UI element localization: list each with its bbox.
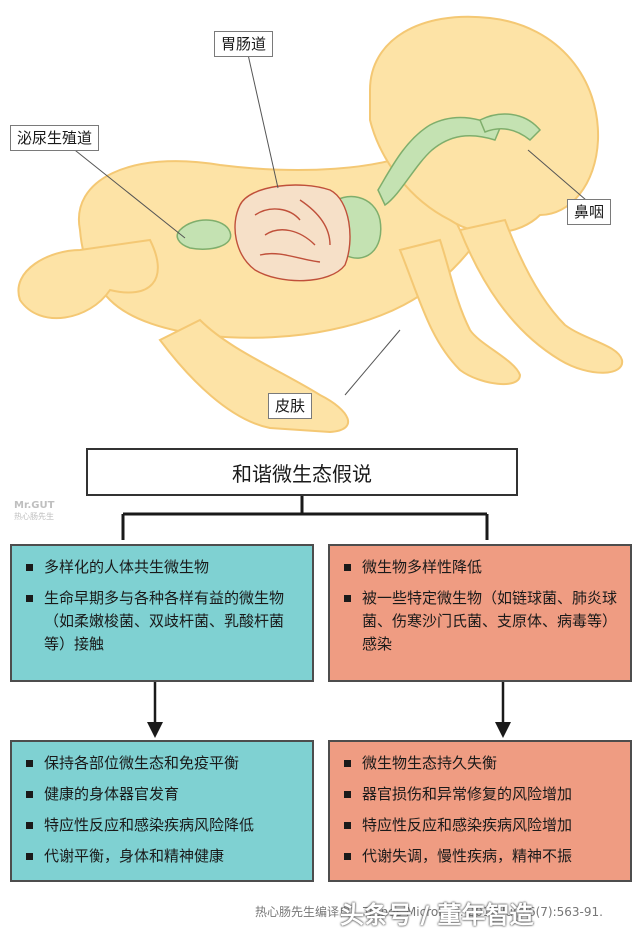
source-credit: 热心肠先生编译自：Trends Microbiol. 2018 Jul;26(7…: [255, 905, 603, 919]
crawling-baby-illustration: [17, 15, 624, 434]
list-item: 特应性反应和感染疾病风险降低: [22, 814, 302, 837]
footer: 热心肠先生编译自：Trends Microbiol. 2018 Jul;26(7…: [0, 895, 640, 929]
intestine-coils: [234, 184, 351, 282]
branch-connector: [121, 496, 489, 540]
down-arrows: [147, 682, 511, 738]
box-disease-outcomes: 微生物生态持久失衡 器官损伤和异常修复的风险增加 特应性反应和感染疾病风险增加 …: [328, 740, 632, 882]
list-item: 微生物多样性降低: [340, 556, 620, 579]
list-item: 特应性反应和感染疾病风险增加: [340, 814, 620, 837]
logo-text: Mr.GUT: [14, 500, 55, 511]
right-down-arrow: [495, 682, 511, 738]
label-urogenital-tract: 泌尿生殖道: [10, 125, 100, 151]
hypothesis-title: 和谐微生态假说: [86, 448, 518, 496]
list-item: 代谢平衡，身体和精神健康: [22, 845, 302, 868]
list-item: 健康的身体器官发育: [22, 783, 302, 806]
box-healthy-exposure: 多样化的人体共生微生物 生命早期多与各种各样有益的微生物（如柔嫩梭菌、双歧杆菌、…: [10, 544, 314, 682]
toutiao-watermark: 头条号 / 董年智造: [340, 901, 534, 929]
leader-lines: [65, 49, 587, 396]
list-item: 微生物生态持久失衡: [340, 752, 620, 775]
list-item: 保持各部位微生态和免疫平衡: [22, 752, 302, 775]
left-down-arrow: [147, 682, 163, 738]
box-healthy-outcomes: 保持各部位微生态和免疫平衡 健康的身体器官发育 特应性反应和感染疾病风险降低 代…: [10, 740, 314, 882]
list-item: 代谢失调，慢性疾病，精神不振: [340, 845, 620, 868]
logo-subtext: 热心肠先生: [14, 512, 54, 521]
list-item: 多样化的人体共生微生物: [22, 556, 302, 579]
list-item: 生命早期多与各种各样有益的微生物（如柔嫩梭菌、双歧杆菌、乳酸杆菌等）接触: [22, 587, 302, 656]
label-skin: 皮肤: [268, 393, 313, 419]
label-nasopharynx: 鼻咽: [567, 199, 612, 225]
list-item: 器官损伤和异常修复的风险增加: [340, 783, 620, 806]
baby-body: [17, 15, 624, 434]
mr-gut-watermark-logo: Mr.GUT 热心肠先生: [14, 500, 54, 522]
box-dysbiosis-exposure: 微生物多样性降低 被一些特定微生物（如链球菌、肺炎球菌、伤寒沙门氏菌、支原体、病…: [328, 544, 632, 682]
list-item: 被一些特定微生物（如链球菌、肺炎球菌、伤寒沙门氏菌、支原体、病毒等）感染: [340, 587, 620, 656]
label-gi-tract: 胃肠道: [214, 31, 274, 57]
